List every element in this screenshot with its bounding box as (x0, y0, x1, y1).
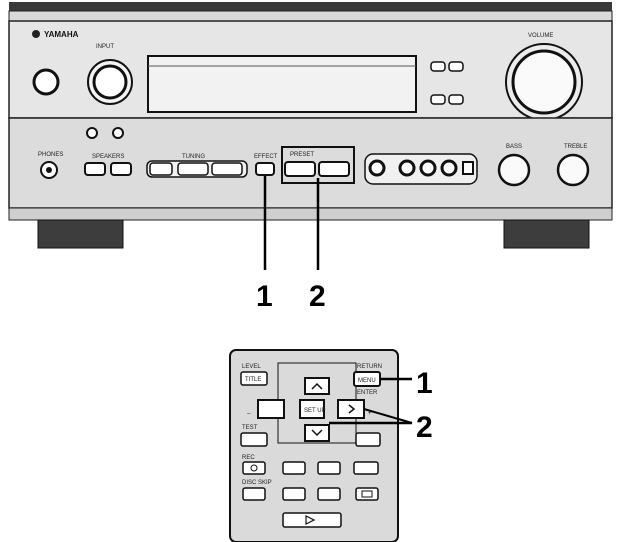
video-jack (398, 159, 416, 177)
cursor-down-button[interactable] (304, 424, 330, 442)
minus-label: – (247, 411, 251, 417)
audio-button[interactable] (353, 461, 379, 475)
preset-minus-button[interactable] (284, 161, 316, 177)
small-round-button-2[interactable] (112, 127, 124, 139)
title-button[interactable] (240, 371, 268, 386)
rewind-button[interactable] (282, 461, 306, 475)
return-label: RETURN (357, 364, 382, 370)
speakers-b-button[interactable] (110, 162, 132, 176)
speakers-label: SPEAKERS (92, 154, 124, 160)
title-button-label: TITLE (245, 377, 261, 383)
enter-label: ENTER (357, 390, 378, 396)
right-arrow-icon (348, 404, 356, 414)
tuning-label: TUNING (182, 154, 205, 160)
yamaha-logo: YAMAHA (32, 30, 79, 39)
display-side-buttons (430, 61, 464, 105)
plus-label: + (368, 411, 372, 417)
audio-l-jack (419, 159, 437, 177)
level-button[interactable] (255, 162, 275, 176)
input-knob[interactable] (92, 64, 128, 100)
remote-control: LEVEL TITLE – TEST SET UP + RETURN MENU … (229, 349, 399, 542)
side-button-3[interactable] (430, 94, 446, 105)
preset-down-button[interactable] (177, 162, 209, 176)
rec-icon (250, 464, 258, 472)
cursor-up-button[interactable] (304, 377, 330, 395)
speakers-a-button[interactable] (84, 162, 106, 176)
optical-jack (462, 161, 474, 175)
cursor-left-button[interactable] (257, 399, 285, 419)
phones-jack-hole (46, 167, 52, 173)
setup-label: SET UP (304, 408, 326, 414)
preset-label: PRESET (290, 152, 314, 158)
receiver-foot-right (503, 219, 590, 249)
disc-skip-label: DISC SKIP (242, 480, 272, 486)
leader-line-remote-2b (363, 408, 413, 424)
effect-label: EFFECT (254, 154, 278, 160)
receiver-trim (8, 10, 613, 22)
side-button-4[interactable] (448, 94, 464, 105)
callout-receiver-2: 2 (309, 280, 326, 313)
memory-button[interactable] (149, 162, 173, 176)
power-button[interactable] (32, 68, 60, 96)
setup-button[interactable] (299, 399, 325, 419)
rec-label: REC (242, 455, 255, 461)
down-arrow-icon (311, 429, 323, 437)
volume-label: VOLUME (528, 33, 553, 39)
remote-level-label: LEVEL (242, 364, 261, 370)
stop-button[interactable] (355, 487, 379, 501)
menu-label: MENU (358, 378, 376, 384)
display-window (147, 55, 417, 113)
phones-label: PHONES (38, 152, 63, 158)
treble-label: TREBLE (564, 144, 587, 150)
bass-label: BASS (506, 144, 522, 150)
audio-r-jack (440, 159, 458, 177)
receiver-top (9, 2, 612, 11)
bass-knob[interactable] (497, 153, 531, 187)
receiver-front-panel: YAMAHA INPUT VOLUME PHONES SPEAKERS (8, 2, 613, 249)
volume-knob[interactable] (511, 49, 577, 115)
s-video-jack (368, 159, 386, 177)
rec-button[interactable] (242, 461, 266, 475)
callout-receiver-1: 1 (256, 280, 273, 313)
skip-back-button[interactable] (282, 487, 306, 501)
display-button[interactable] (355, 432, 381, 447)
play-button[interactable] (282, 512, 342, 528)
fast-forward-button[interactable] (317, 461, 341, 475)
receiver-base (8, 207, 613, 221)
input-label: INPUT (96, 44, 114, 50)
receiver-foot-left (37, 219, 124, 249)
up-arrow-icon (311, 382, 323, 390)
preset-plus-button[interactable] (318, 161, 350, 177)
preset-up-button[interactable] (211, 162, 243, 176)
svg-text:YAMAHA: YAMAHA (44, 30, 79, 39)
side-button-1[interactable] (430, 61, 446, 72)
callout-remote-2: 2 (416, 411, 433, 444)
disc-skip-button[interactable] (242, 487, 266, 501)
callout-remote-1: 1 (416, 367, 433, 400)
stop-icon (361, 490, 373, 498)
cursor-right-button[interactable] (337, 399, 365, 419)
side-button-2[interactable] (448, 61, 464, 72)
small-round-button-1[interactable] (86, 127, 98, 139)
test-label: TEST (242, 425, 258, 431)
play-icon (305, 515, 316, 525)
treble-knob[interactable] (556, 153, 590, 187)
skip-forward-button[interactable] (317, 487, 341, 501)
test-button[interactable] (240, 432, 268, 447)
